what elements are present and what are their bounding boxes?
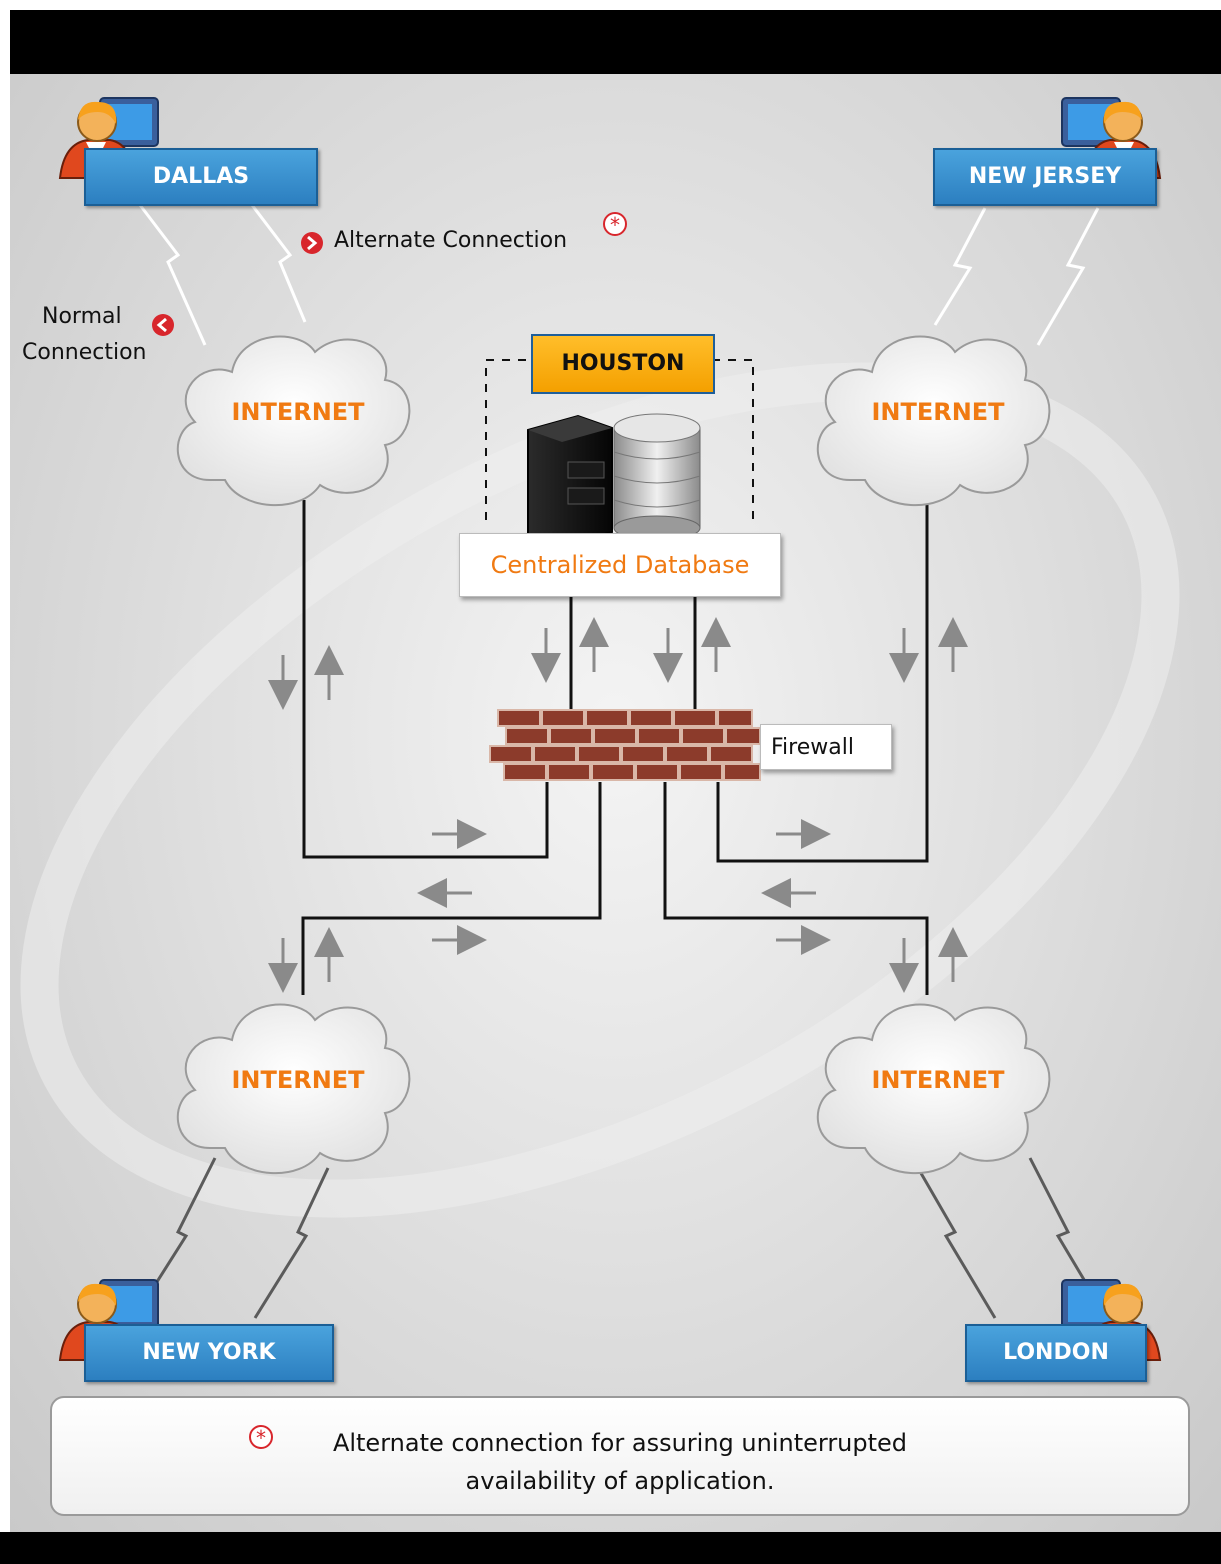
- cloud-label-bottom-right: INTERNET: [871, 1066, 1005, 1094]
- lightning-link-icon: [1028, 1157, 1110, 1321]
- svg-text:*: *: [610, 213, 620, 237]
- asterisk-marker-icon: *: [603, 212, 627, 237]
- normal-connection-label-line2: Connection: [22, 340, 147, 365]
- background-swoosh: [20, 362, 1180, 1218]
- footnote-line-1: Alternate connection for assuring uninte…: [332, 1429, 908, 1457]
- lightning-link-icon: [1036, 207, 1100, 346]
- link-newjersey-firewall: [716, 500, 929, 863]
- site-label-new-jersey: NEW JERSEY: [933, 148, 1157, 206]
- cloud-icon: [816, 335, 1051, 506]
- database-label: Centralized Database: [459, 533, 781, 597]
- svg-text:*: *: [256, 1426, 266, 1450]
- chevron-left-icon: [152, 314, 174, 336]
- alternate-connection-label: Alternate Connection: [334, 228, 568, 253]
- cloud-icon: [816, 1003, 1051, 1174]
- link-newyork-firewall: [301, 782, 602, 995]
- footnote-box: * Alternate connection for assuring unin…: [50, 1396, 1190, 1516]
- firewall-label: Firewall: [760, 724, 892, 770]
- cloud-label-top-left: INTERNET: [231, 398, 365, 426]
- houston-boundary: [485, 359, 754, 520]
- lightning-link-icon: [138, 204, 207, 346]
- diagram-background: [10, 74, 1221, 1532]
- lightning-link-icon: [146, 1157, 217, 1297]
- footnote-line-2: availability of application.: [465, 1467, 775, 1495]
- cloud-icon: [176, 335, 411, 506]
- footnote-text: Alternate connection for assuring uninte…: [52, 1424, 1188, 1500]
- cloud-label-bottom-left: INTERNET: [231, 1066, 365, 1094]
- chevron-right-icon: [301, 232, 323, 254]
- cloud-icon: [176, 1003, 411, 1174]
- link-dallas-firewall: [302, 500, 549, 859]
- site-label-dallas: DALLAS: [84, 148, 318, 206]
- site-label-houston: HOUSTON: [531, 334, 715, 394]
- brick-wall-icon: [489, 709, 761, 781]
- bottom-black-bar: [0, 1532, 1221, 1564]
- top-black-bar: [10, 10, 1221, 74]
- link-london-firewall: [663, 782, 929, 995]
- database-icon: [613, 413, 701, 541]
- site-label-london: LONDON: [965, 1324, 1147, 1382]
- lightning-link-icon: [933, 207, 987, 326]
- asterisk-marker-icon: *: [249, 1425, 273, 1450]
- lightning-link-icon: [253, 1167, 330, 1319]
- lightning-link-icon: [250, 204, 307, 323]
- server-icon: [527, 414, 613, 548]
- normal-connection-label-line1: Normal: [42, 304, 122, 329]
- site-label-new-york: NEW YORK: [84, 1324, 334, 1382]
- cloud-label-top-right: INTERNET: [871, 398, 1005, 426]
- lightning-link-icon: [916, 1167, 997, 1319]
